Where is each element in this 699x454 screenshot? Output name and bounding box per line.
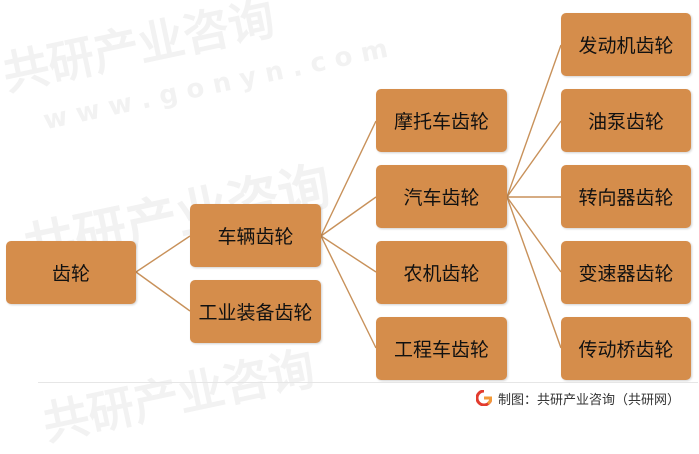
node-gearbox-gear: 变速器齿轮: [561, 241, 691, 304]
node-agricultural-machinery-gear: 农机齿轮: [376, 241, 507, 304]
source-text: 制图：共研产业咨询（共研网）: [498, 392, 681, 408]
connector-car-pump: [506, 120, 562, 198]
gonyn-logo-icon: [476, 390, 492, 406]
connector-vehicle-motorcycle: [320, 120, 377, 237]
source-footer: 制图：共研产业咨询（共研网）: [476, 388, 680, 408]
connector-layer: [135, 44, 562, 349]
node-motorcycle-gear: 摩托车齿轮: [376, 89, 507, 152]
node-industrial-equipment-gear: 工业装备齿轮: [190, 280, 321, 343]
connector-vehicle-car: [320, 196, 377, 237]
node-engineering-vehicle-gear: 工程车齿轮: [376, 317, 507, 380]
connector-root-vehicle: [135, 235, 191, 273]
node-gear: 齿轮: [6, 241, 136, 304]
connector-vehicle-agri: [320, 235, 377, 273]
node-steering-gear: 转向器齿轮: [561, 165, 691, 228]
node-vehicle-gear: 车辆齿轮: [190, 204, 321, 267]
connector-car-driveaxle: [506, 196, 562, 349]
node-engine-gear: 发动机齿轮: [561, 13, 691, 76]
node-drive-axle-gear: 传动桥齿轮: [561, 317, 691, 380]
node-car-gear: 汽车齿轮: [376, 165, 507, 228]
node-oil-pump-gear: 油泵齿轮: [561, 89, 691, 152]
connector-root-industrial: [135, 271, 191, 312]
connector-vehicle-engineering: [320, 235, 377, 349]
connector-car-engine: [506, 44, 562, 198]
footer-divider: [38, 382, 698, 383]
connector-car-gearbox: [506, 196, 562, 273]
